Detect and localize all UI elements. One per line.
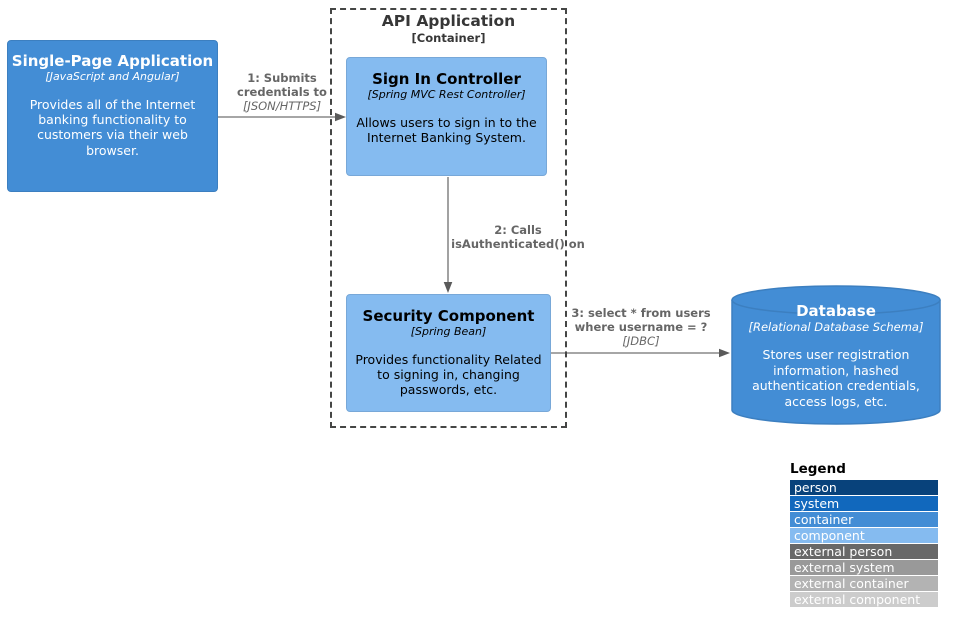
node-technology: [Spring Bean] (410, 325, 487, 338)
node-description: Allows users to sign in to the Internet … (356, 114, 537, 145)
node-technology: [JavaScript and Angular] (45, 70, 180, 83)
legend-item-system: system (790, 496, 938, 511)
relationship-3-arrow (551, 348, 730, 358)
node-title: Sign In Controller (372, 70, 521, 88)
node-description: Stores user registration information, ha… (752, 346, 920, 409)
legend-item-external-person: external person (790, 544, 938, 559)
database-text-block: Database [Relational Database Schema] St… (731, 285, 941, 409)
boundary-name: API Application (381, 12, 516, 30)
node-description: Provides functionality Related to signin… (355, 351, 542, 398)
legend-item-external-component: external component (790, 592, 938, 607)
relationship-technology: [JSON/HTTPS] (242, 99, 322, 114)
relationship-technology: [JDBC] (622, 334, 660, 349)
relationship-text: 1: Submits credentials to (237, 71, 327, 100)
legend-item-person: person (790, 480, 938, 495)
relationship-text: 3: select * from users where username = … (571, 306, 711, 335)
relationship-text: 2: Calls isAuthenticated() on (451, 223, 585, 252)
legend: Legend person system container component… (790, 461, 938, 608)
relationship-2-label: 2: Calls isAuthenticated() on (443, 223, 593, 251)
node-technology: [Spring MVC Rest Controller] (367, 88, 526, 101)
node-title: Security Component (362, 307, 535, 325)
boundary-type: [Container] (411, 30, 486, 45)
node-database: Database [Relational Database Schema] St… (731, 285, 941, 425)
boundary-title-block: API Application [Container] (332, 12, 565, 46)
legend-item-external-system: external system (790, 560, 938, 575)
database-cylinder-icon (731, 285, 941, 425)
node-technology: [Relational Database Schema] (748, 320, 924, 334)
node-single-page-application: Single-Page Application [JavaScript and … (7, 40, 218, 192)
node-security-component: Security Component [Spring Bean] Provide… (346, 294, 551, 412)
boundary-api-application: API Application [Container] (330, 8, 567, 428)
node-description: Provides all of the Internet banking fun… (29, 96, 196, 158)
legend-item-container: container (790, 512, 938, 527)
node-title: Single-Page Application (11, 52, 214, 70)
legend-item-external-container: external container (790, 576, 938, 591)
legend-item-component: component (790, 528, 938, 543)
node-sign-in-controller: Sign In Controller [Spring MVC Rest Cont… (346, 57, 547, 176)
relationship-3-label: 3: select * from users where username = … (562, 306, 720, 348)
legend-title: Legend (790, 461, 846, 477)
relationship-1-label: 1: Submits credentials to [JSON/HTTPS] (231, 71, 333, 113)
relationship-1-arrow (218, 112, 346, 122)
node-title: Database (796, 302, 876, 320)
